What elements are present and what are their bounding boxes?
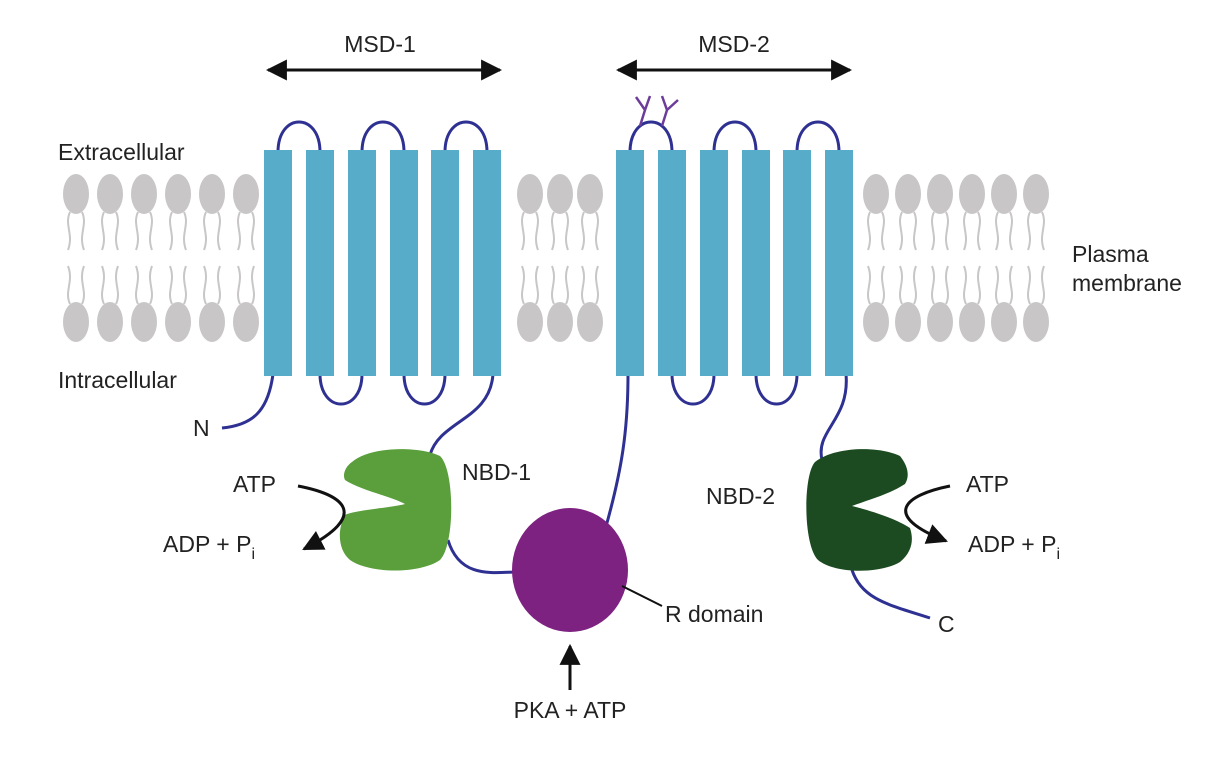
intracellular-loop-3: [670, 373, 716, 406]
atp-hydrolysis-arrow-left: [297, 484, 346, 551]
extracellular-loop-4: [628, 120, 674, 153]
lipid-bilayer: [63, 174, 1049, 342]
msd1-label: MSD-1: [344, 31, 416, 57]
polypeptide-chain: [221, 373, 931, 620]
intracellular-label: Intracellular: [58, 367, 177, 393]
nbd1-to-r-domain-linker: [446, 539, 519, 575]
transmembrane-helix-5: [431, 150, 459, 376]
intracellular-loop-4: [754, 373, 799, 406]
intracellular-loops: [318, 373, 799, 406]
transmembrane-helix-11: [783, 150, 811, 376]
lipid-15: [1023, 174, 1049, 342]
lipid-5: [199, 174, 225, 342]
msd2-to-nbd2-linker: [819, 373, 848, 461]
adp-pi-label-left: ADP + Pi: [163, 531, 255, 563]
intracellular-loop-1: [318, 373, 364, 406]
transmembrane-helix-12: [825, 150, 853, 376]
msd2-label: MSD-2: [698, 31, 770, 57]
pka-atp-label: PKA + ATP: [514, 697, 627, 723]
nbd2-label: NBD-2: [706, 483, 775, 509]
lipid-7: [517, 174, 543, 342]
transmembrane-helix-4: [390, 150, 418, 376]
r-domain-leader-line: [621, 585, 663, 607]
nbd2-domain: [806, 449, 912, 571]
adp-pi-label-right: ADP + Pi: [968, 531, 1060, 563]
lipid-9: [577, 174, 603, 342]
nbd1-domain: [339, 449, 452, 571]
n-terminal-tail: [221, 373, 275, 430]
r-domain-to-msd2-linker: [603, 373, 630, 531]
extracellular-loop-2: [360, 120, 406, 153]
lipid-6: [233, 174, 259, 342]
transmembrane-helix-7: [616, 150, 644, 376]
lipid-13: [959, 174, 985, 342]
plasma-membrane-label-line2: membrane: [1072, 270, 1182, 296]
lipid-4: [165, 174, 191, 342]
lipid-2: [97, 174, 123, 342]
transmembrane-helix-8: [658, 150, 686, 376]
lipid-1: [63, 174, 89, 342]
glycosylation-branches: [634, 95, 679, 127]
lipid-10: [863, 174, 889, 342]
transmembrane-helix-2: [306, 150, 334, 376]
c-terminal-tail: [850, 569, 931, 620]
extracellular-loop-6: [795, 120, 841, 153]
r-domain-label: R domain: [665, 601, 763, 627]
lipid-3: [131, 174, 157, 342]
lipid-8: [547, 174, 573, 342]
nbd1-label: NBD-1: [462, 459, 531, 485]
atp-label-left: ATP: [233, 471, 276, 497]
lipid-12: [927, 174, 953, 342]
extracellular-label: Extracellular: [58, 139, 185, 165]
c-terminus-label: C: [938, 611, 955, 637]
n-terminus-label: N: [193, 415, 210, 441]
transmembrane-helices: [264, 150, 853, 376]
lipid-14: [991, 174, 1017, 342]
lipid-11: [895, 174, 921, 342]
extracellular-loop-5: [712, 120, 758, 153]
atp-hydrolysis-arrow-right: [904, 484, 951, 544]
extracellular-loop-3: [443, 120, 489, 153]
extracellular-loop-1: [276, 120, 322, 153]
transmembrane-helix-10: [742, 150, 770, 376]
transmembrane-helix-6: [473, 150, 501, 376]
transmembrane-helix-1: [264, 150, 292, 376]
msd1-to-nbd1-linker: [428, 373, 495, 456]
arrows: [265, 59, 951, 690]
transmembrane-helix-9: [700, 150, 728, 376]
extracellular-loops: [276, 120, 841, 153]
transmembrane-helix-3: [348, 150, 376, 376]
intracellular-loop-2: [402, 373, 447, 406]
r-domain: [512, 508, 628, 632]
atp-label-right: ATP: [966, 471, 1009, 497]
plasma-membrane-label-line1: Plasma: [1072, 241, 1149, 267]
